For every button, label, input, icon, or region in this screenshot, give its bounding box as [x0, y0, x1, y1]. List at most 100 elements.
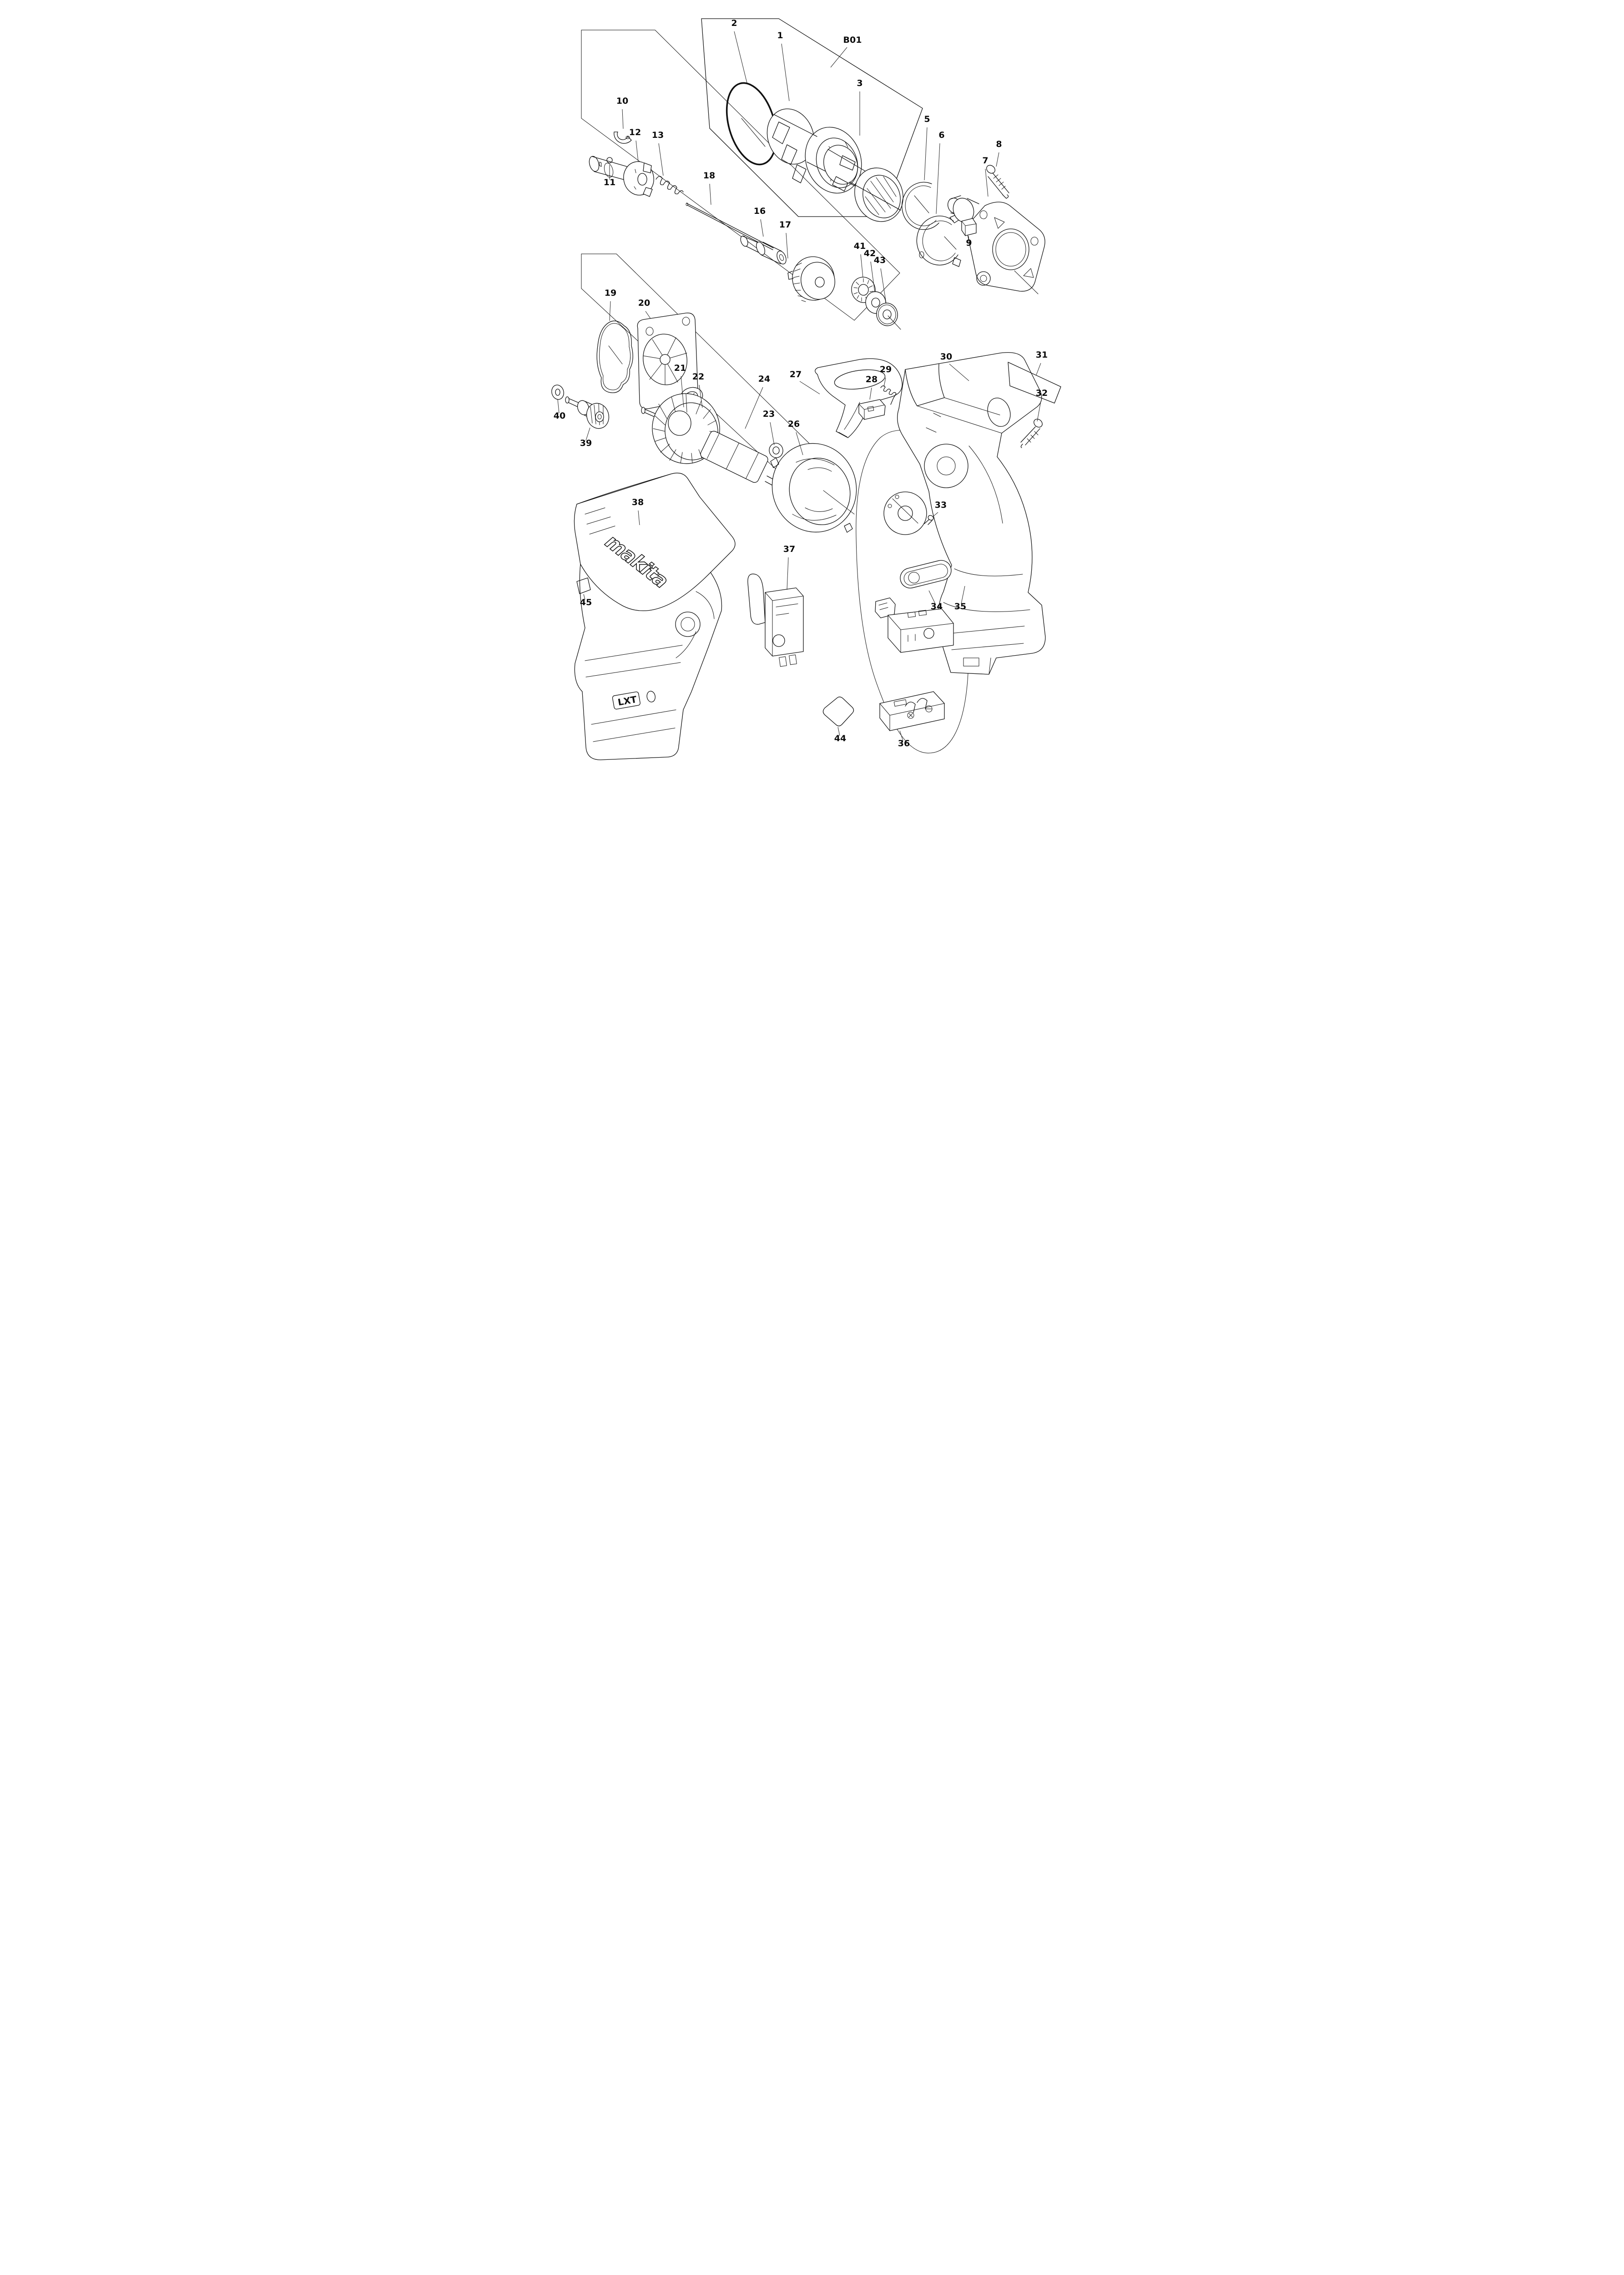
part-label-45: 45 [580, 597, 592, 607]
leader-line-B01 [830, 47, 847, 68]
part-label-24: 24 [758, 374, 770, 384]
leader-line-30 [949, 364, 969, 381]
part-12-spindle [589, 156, 654, 197]
leader-line-7 [985, 168, 989, 197]
part-16-shaft [740, 235, 787, 264]
leader-line-39 [585, 427, 590, 441]
part-label-7: 7 [982, 156, 988, 166]
part-label-32: 32 [1036, 388, 1048, 398]
leader-line-21 [681, 376, 684, 408]
part-31-nameplate [1008, 362, 1061, 404]
part-3-adjust-sleeve [823, 145, 903, 222]
part-label-31: 31 [1036, 350, 1048, 360]
part-29-spring [880, 385, 897, 405]
part-27-lever [815, 358, 903, 438]
part-36-terminal [879, 691, 945, 731]
leader-line-33 [932, 512, 938, 517]
part-label-11: 11 [604, 177, 615, 187]
part-label-17: 17 [779, 220, 791, 230]
leader-line-22 [699, 384, 703, 408]
part-17-gear [787, 256, 835, 302]
part-label-10: 10 [616, 96, 628, 106]
part-label-41: 41 [854, 241, 866, 251]
part-label-43: 43 [874, 255, 886, 265]
leader-line-42 [870, 261, 875, 293]
part-label-39: 39 [580, 438, 592, 448]
part-label-44: 44 [834, 733, 846, 743]
part-28-button [858, 399, 886, 420]
part-1-clutch-housing [767, 108, 862, 194]
part-30-housing-right [897, 352, 1046, 675]
leader-line-1 [781, 43, 790, 101]
part-label-2: 2 [731, 18, 737, 28]
part-34-cap [900, 560, 952, 589]
leader-line-9 [968, 236, 969, 241]
part-label-13: 13 [652, 130, 664, 140]
leader-line-10 [622, 109, 624, 129]
part-37-switch [747, 573, 804, 667]
leader-line-29 [883, 377, 886, 387]
part-label-12: 12 [629, 127, 641, 137]
part-23-bearing [769, 443, 783, 458]
part-label-16: 16 [754, 206, 766, 216]
leader-line-12 [635, 140, 639, 162]
part-label-1: 1 [777, 30, 783, 40]
part-19-gasket [596, 320, 633, 393]
leader-line-27 [799, 381, 820, 394]
part-label-37: 37 [783, 544, 795, 554]
part-26-field [770, 443, 857, 533]
part-label-28: 28 [866, 374, 878, 384]
part-label-40: 40 [554, 411, 565, 421]
part-label-5: 5 [924, 114, 930, 124]
part-label-3: 3 [857, 78, 862, 88]
leader-line-38 [638, 510, 640, 526]
part-label-30: 30 [940, 352, 952, 362]
leader-line-26 [796, 432, 803, 455]
leader-line-31 [1036, 363, 1041, 375]
part-label-33: 33 [935, 500, 947, 510]
leader-line-13 [658, 143, 664, 176]
part-40-washer [551, 384, 564, 400]
part-32-screw [1020, 419, 1043, 448]
part-label-6: 6 [938, 130, 944, 140]
part-11-ball [606, 157, 613, 163]
part-label-35: 35 [954, 602, 966, 612]
leader-line-44 [837, 727, 840, 736]
part-38-housing-left: makita LXT [574, 472, 736, 760]
leader-line-5 [924, 127, 928, 181]
leader-line-34 [928, 590, 936, 604]
leader-line-35 [961, 586, 965, 604]
part-33-plate-screw [883, 491, 934, 535]
leader-line-18 [709, 183, 711, 205]
part-5-ring-spring [902, 182, 939, 230]
leader-line-32 [1037, 401, 1041, 422]
leader-line-45 [583, 594, 585, 600]
part-label-34: 34 [931, 602, 943, 612]
part-10-clip [614, 131, 632, 144]
leader-line-16 [760, 219, 764, 237]
part-label-21: 21 [674, 363, 686, 373]
part-label-38: 38 [632, 497, 644, 507]
part-label-18: 18 [703, 171, 715, 181]
leader-line-43 [880, 268, 887, 304]
part-39-pinion [565, 396, 610, 429]
part-44-label [822, 697, 854, 727]
part-label-9: 9 [966, 238, 972, 248]
leader-line-36 [899, 730, 903, 741]
part-label-27: 27 [790, 369, 802, 379]
part-43-washer [876, 303, 901, 330]
exploded-parts-diagram: makita LXT 21B01356879101211131816174142… [541, 0, 1083, 766]
leader-line-8 [996, 152, 999, 167]
leader-line-41 [860, 254, 863, 278]
part-label-36: 36 [898, 738, 910, 748]
part-6-clamp [916, 214, 961, 267]
part-label-29: 29 [880, 364, 892, 374]
part-8-screw [986, 165, 1009, 199]
leader-line-40 [557, 399, 560, 414]
part-20-cover [637, 313, 703, 410]
part-label-26: 26 [788, 419, 800, 429]
part-13-spring [656, 176, 684, 194]
leader-line-37 [787, 557, 789, 590]
